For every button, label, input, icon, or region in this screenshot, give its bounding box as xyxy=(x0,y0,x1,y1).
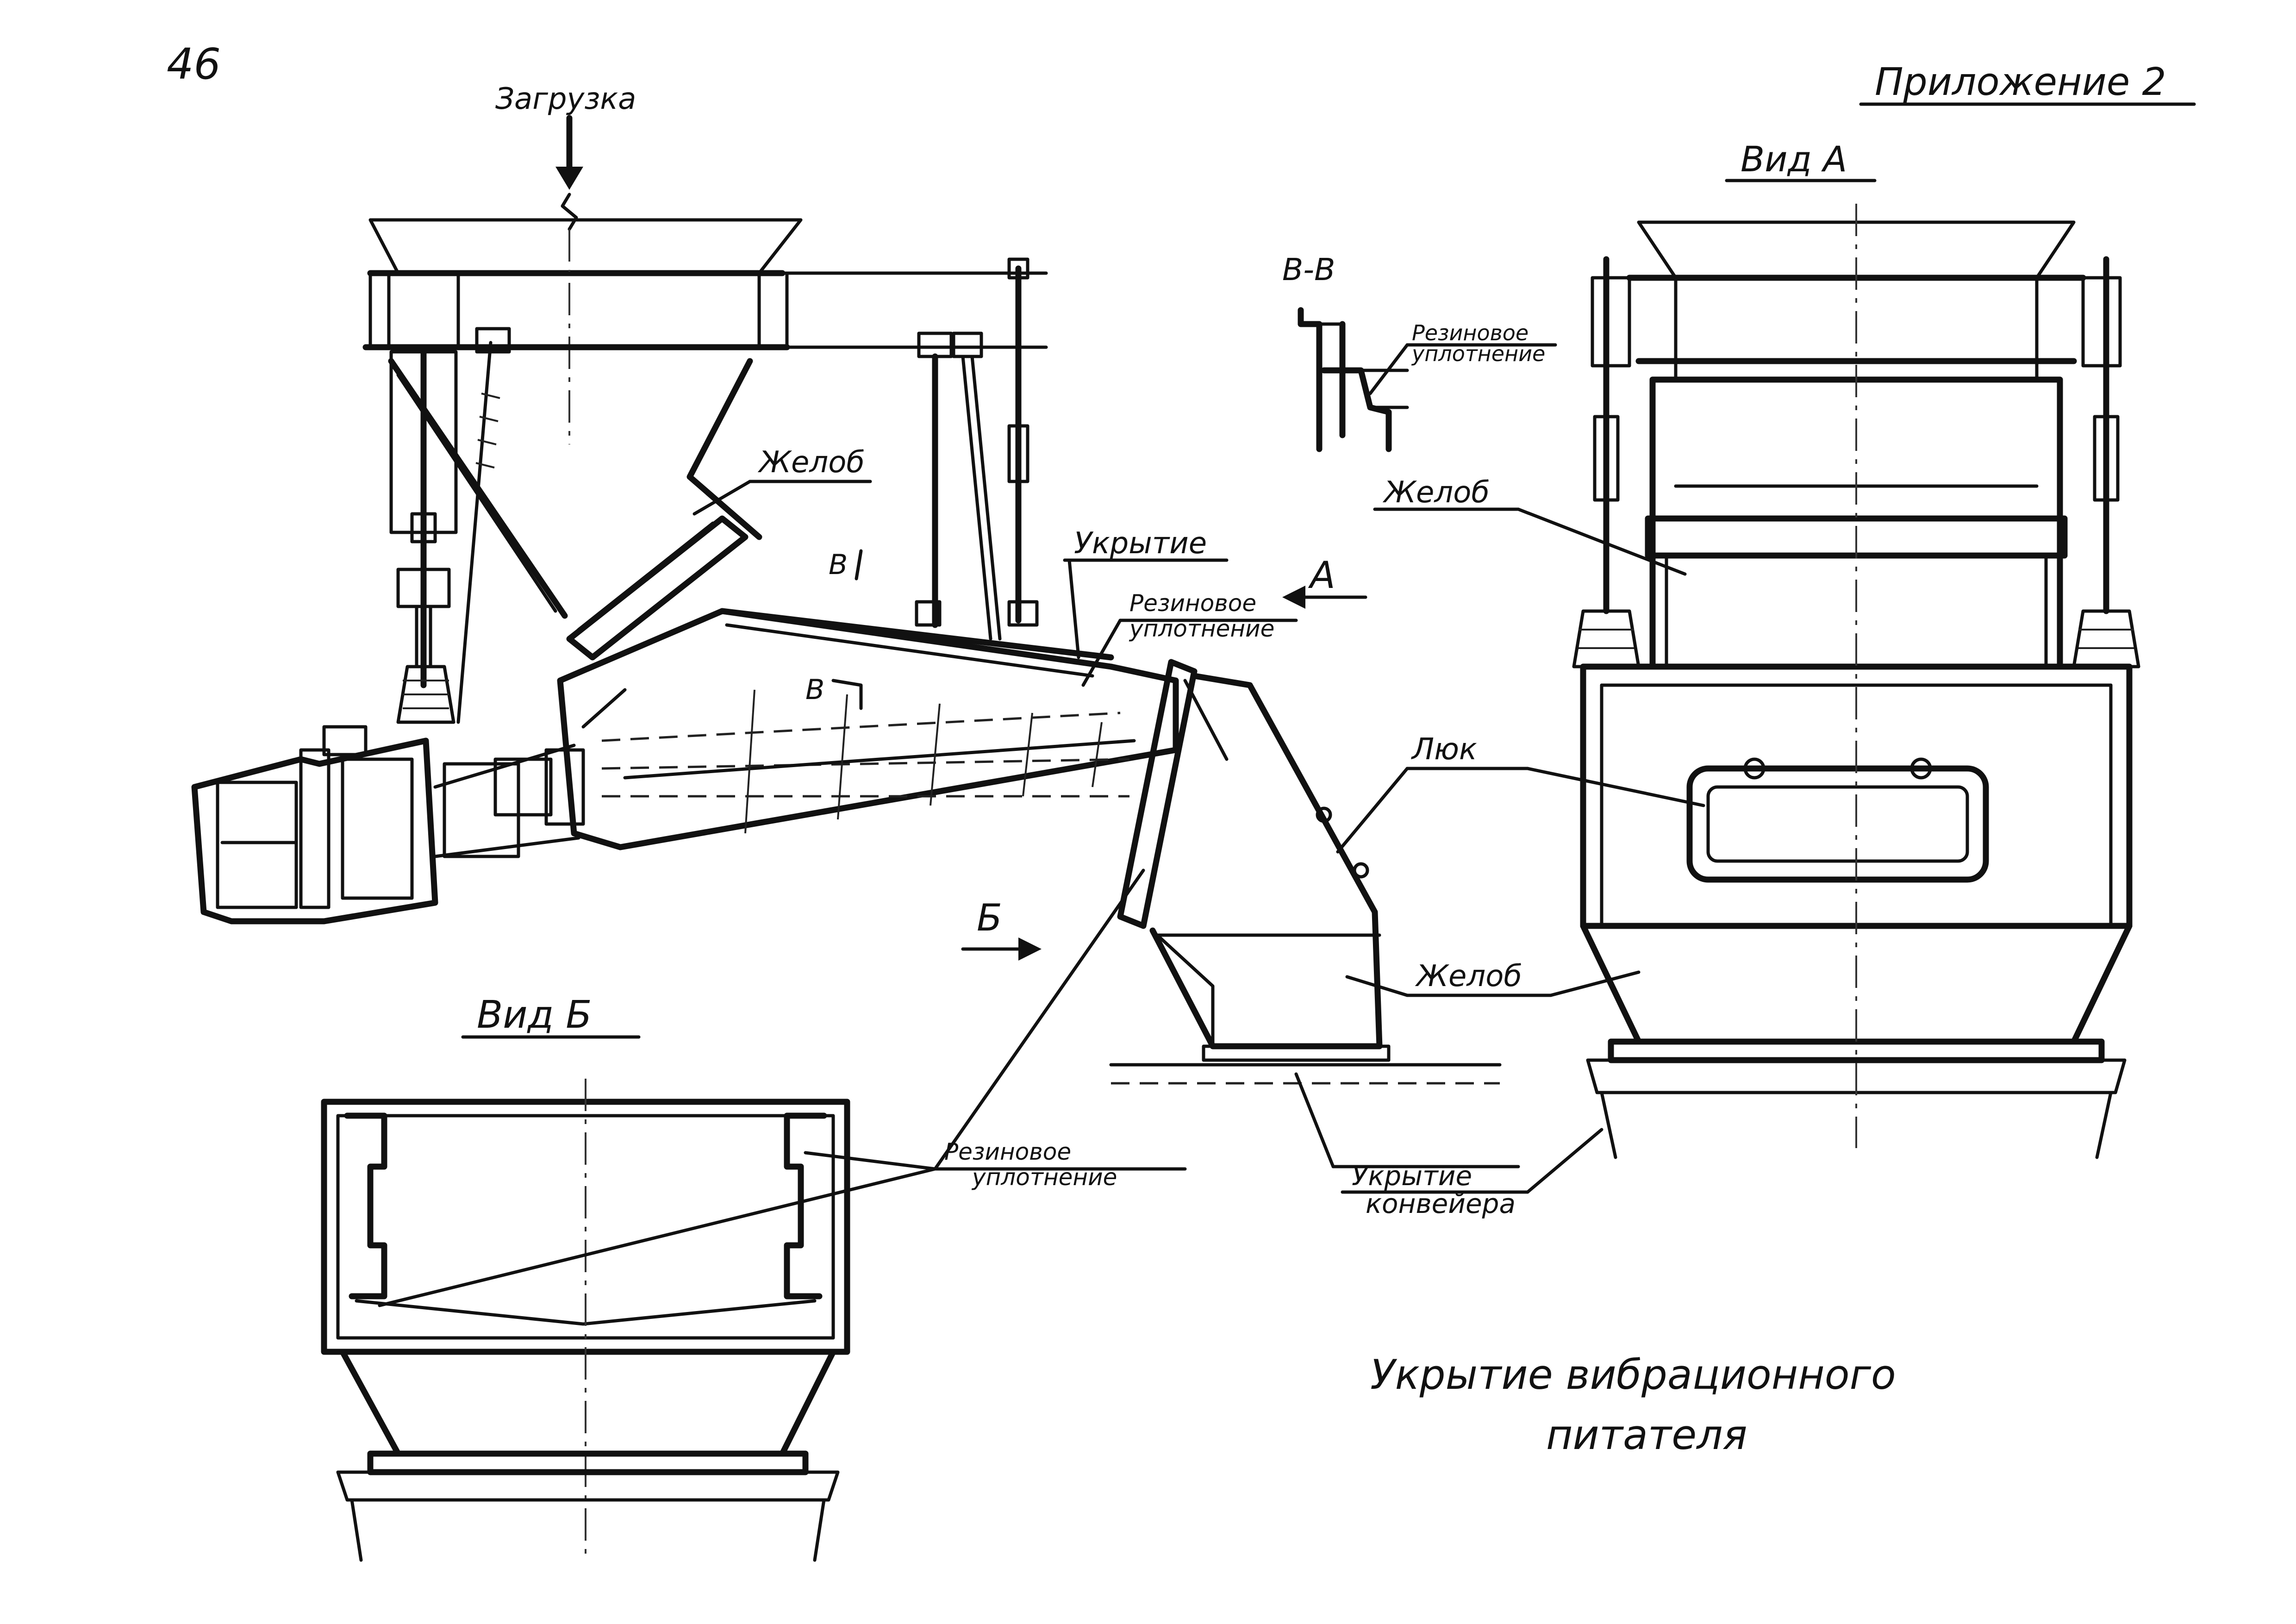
view-b: Вид Б Резиновое уплотнение xyxy=(321,868,1187,1562)
cover-label: Укрытие xyxy=(1074,526,1207,561)
chute-main-label: Желоб xyxy=(757,445,865,480)
drawing-title-line2: питателя xyxy=(1546,1411,1747,1459)
outlet-flange xyxy=(1117,659,1198,929)
cut-b-upper-label: В xyxy=(829,549,848,581)
drawing-title-line1: Укрытие вибрационного xyxy=(1370,1351,1896,1399)
rubber-seal-main-label-1: Резиновое xyxy=(1129,590,1256,617)
section-title: В-В xyxy=(1282,252,1335,287)
outlet-chute xyxy=(1149,673,1383,1049)
loading-label: Загрузка xyxy=(495,82,636,116)
inner-chute xyxy=(566,515,749,661)
vibrator-motor xyxy=(191,737,438,924)
feeder-trough xyxy=(557,608,1179,850)
side-view: Загрузка xyxy=(191,82,1705,1219)
appendix-label: Приложение 2 xyxy=(1875,60,2166,104)
view-b-arrow-label: Б xyxy=(977,896,1002,939)
rubber-seal-view-b-label-1: Резиновое xyxy=(944,1138,1071,1165)
view-a-title: Вид А xyxy=(1741,138,1847,180)
chute-view-a-label: Желоб xyxy=(1382,475,1490,510)
section-b-b: В-В Резиновое уплотнение xyxy=(1282,252,1557,452)
rubber-seal-section-label-1: Резиновое xyxy=(1412,320,1529,345)
view-a-hatch xyxy=(1686,765,1989,883)
view-b-title: Вид Б xyxy=(477,993,592,1037)
chute-outlet-label: Желоб xyxy=(1415,959,1522,993)
view-a: Вид А Желоб xyxy=(1373,138,2140,1159)
page-number: 46 xyxy=(167,39,221,89)
view-a-arrow-label: А xyxy=(1308,554,1335,597)
hatch-label: Люк xyxy=(1411,732,1477,767)
cut-b-lower-label: В xyxy=(805,674,824,706)
hopper-top xyxy=(368,218,803,275)
conveyor-cover-label-1: Укрытие xyxy=(1352,1160,1472,1192)
